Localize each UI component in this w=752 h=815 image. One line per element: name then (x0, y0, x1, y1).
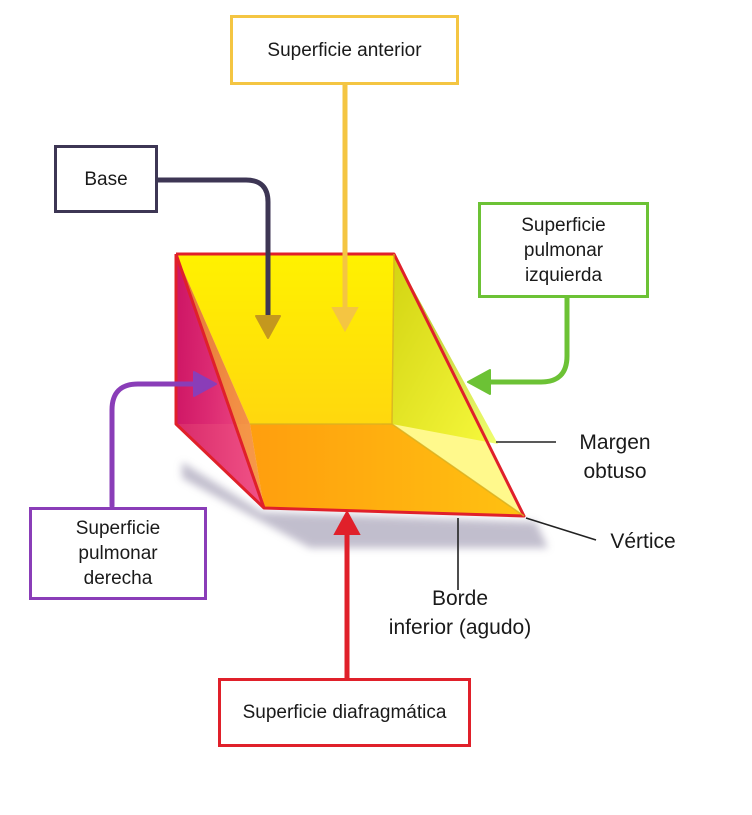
label-superficie-anterior: Superficie anterior (230, 15, 459, 85)
shadow (182, 462, 548, 548)
label-superficie-anterior-text: Superficie anterior (267, 39, 422, 61)
label-superficie-pulmonar-derecha: Superficie pulmonar derecha (29, 507, 207, 600)
arrow-base (155, 177, 281, 339)
label-base-text: Base (84, 168, 128, 190)
bottom-face (250, 424, 524, 516)
label-superficie-pulmonar-izquierda-text: Superficie pulmonar izquierda (521, 214, 606, 286)
arrow-derecha (109, 371, 217, 509)
arrow-diafragmatica (333, 509, 361, 681)
label-vertice: Vértice (598, 527, 688, 556)
label-superficie-diafragmatica-text: Superficie diafragmática (242, 702, 447, 723)
arrow-izquierda (467, 295, 570, 395)
leader-lines (457, 441, 597, 590)
label-superficie-pulmonar-izquierda: Superficie pulmonar izquierda (478, 202, 649, 298)
label-superficie-diafragmatica: Superficie diafragmática (218, 678, 471, 747)
back-face (176, 254, 394, 424)
prism-edges (174, 252, 526, 518)
label-base: Base (54, 145, 158, 213)
label-vertice-text: Vértice (610, 530, 676, 553)
label-margen-obtuso: Margen obtuso (560, 428, 670, 486)
arrow-anterior (331, 81, 359, 333)
label-superficie-pulmonar-derecha-text: Superficie pulmonar derecha (75, 518, 161, 589)
inner-edges (250, 253, 525, 517)
label-borde-inferior-text: Borde inferior (agudo) (388, 587, 532, 639)
label-borde-inferior: Borde inferior (agudo) (368, 584, 552, 642)
label-margen-obtuso-text: Margen obtuso (579, 431, 651, 483)
